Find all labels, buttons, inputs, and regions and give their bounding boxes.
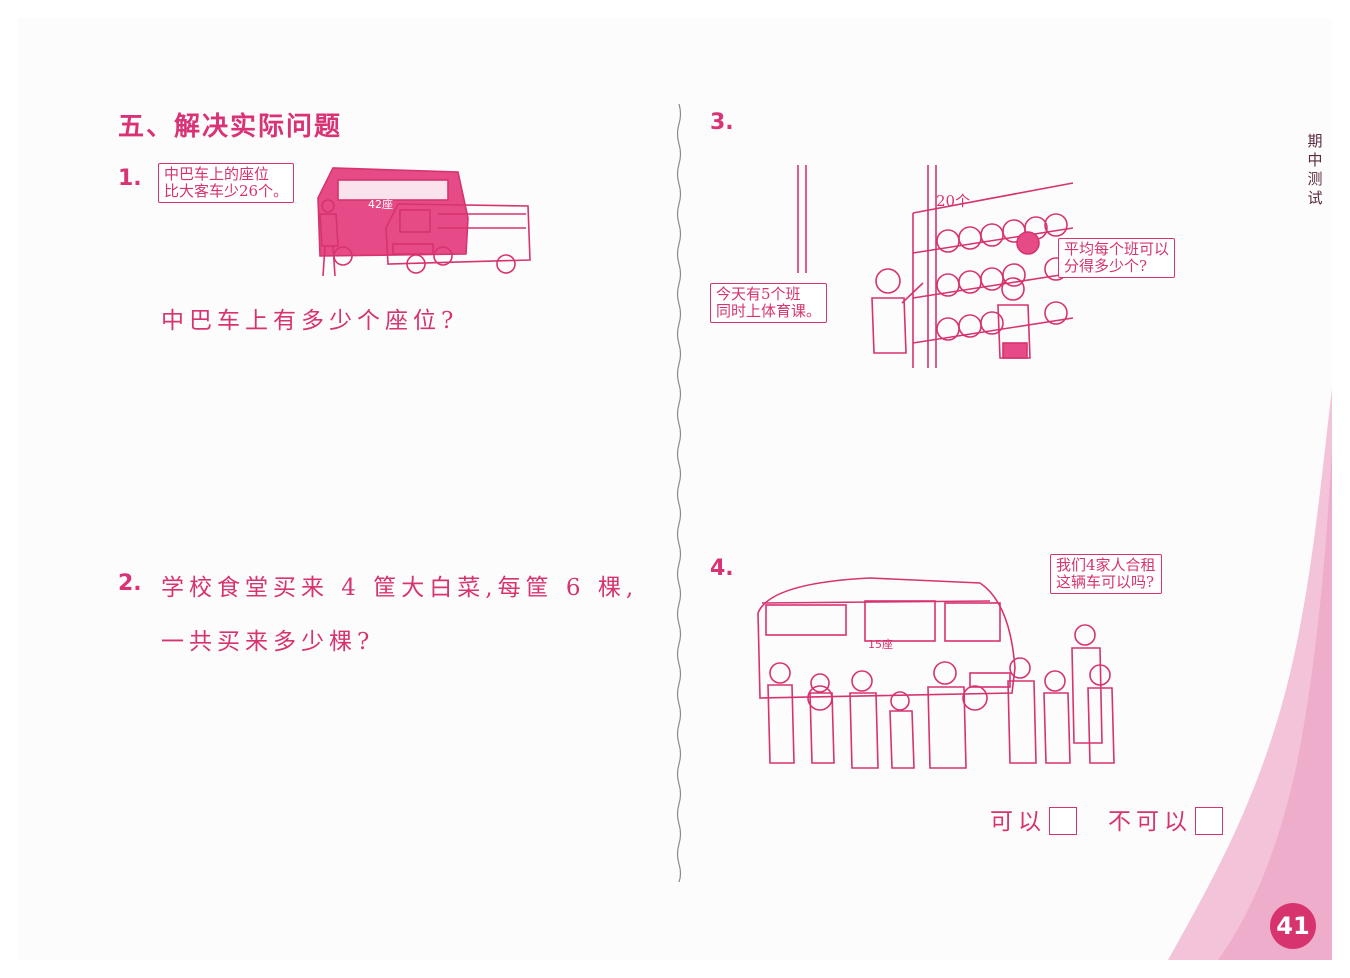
minibus-seat-label: 15座 [868,638,893,651]
question-1-text: 中巴车上有多少个座位? [161,308,459,334]
bubble-line: 这辆车可以吗? [1056,573,1155,591]
question-4-number: 4. [710,556,734,581]
question-2-number: 2. [118,571,142,596]
side-label-char: 期 [1307,132,1323,150]
question-3-number: 3. [710,110,734,135]
student-speech-bubble: 平均每个班可以 分得多少个? [1058,238,1176,278]
question-2-text-line2: 一共买来多少棵? [161,629,375,655]
option-yes-label: 可以 [990,809,1046,835]
side-section-label: 期 中 测 试 [1305,132,1325,208]
option-yes: 可以 [990,802,1077,836]
bubble-line: 比大客车少26个。 [164,182,289,200]
bubble-line: 我们4家人合租 [1056,556,1156,574]
shelf-count-label: 20个 [936,192,971,210]
side-label-char: 测 [1307,170,1323,188]
bubble-line: 分得多少个? [1064,257,1148,275]
bubble-line: 中巴车上的座位 [164,165,270,183]
page-number: 41 [1270,903,1316,949]
side-label-char: 中 [1307,151,1323,169]
option-no: 不可以 [1108,802,1223,836]
side-label-char: 试 [1307,189,1323,207]
teacher-speech-bubble: 今天有5个班 同时上体育课。 [710,283,828,323]
decorative-band [1168,388,1332,960]
ball-shelf-illustration [797,165,1074,368]
option-no-checkbox[interactable] [1195,807,1223,835]
question-2-text-line1: 学校食堂买来 4 筐大白菜,每筐 6 棵, [161,575,639,601]
option-no-label: 不可以 [1108,809,1192,835]
question-1-speech-bubble: 中巴车上的座位 比大客车少26个。 [158,163,295,203]
family-speech-bubble: 我们4家人合租 这辆车可以吗? [1050,554,1162,594]
bubble-line: 平均每个班可以 [1064,240,1170,258]
worksheet-page: 五、解决实际问题 1. 42座 中巴车上的座位 比大客车少26个。 中巴车上有多… [18,18,1332,960]
minibus-crowd-illustration [757,577,1115,769]
question-1-number: 1. [118,166,142,191]
bubble-line: 今天有5个班 [716,285,801,303]
coach-seat-label: 42座 [368,198,393,211]
option-yes-checkbox[interactable] [1049,807,1077,835]
section-title: 五、解决实际问题 [118,112,343,142]
buses-illustration [317,167,531,277]
bubble-line: 同时上体育课。 [716,302,822,320]
page-divider [676,104,682,882]
